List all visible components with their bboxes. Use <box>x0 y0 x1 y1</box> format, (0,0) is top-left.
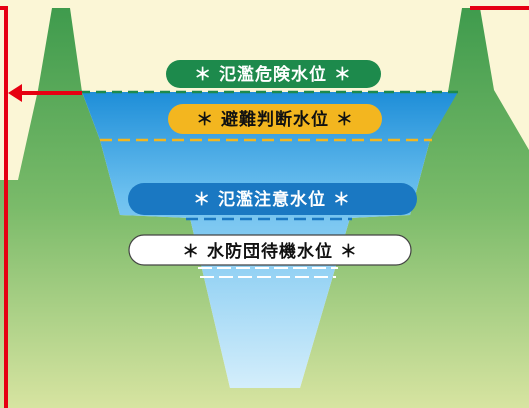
danger-level-label: ＊ 氾濫危険水位 ＊ <box>194 64 352 85</box>
terrain-levees <box>0 8 529 408</box>
evacuation-level-pill <box>168 104 382 134</box>
evacuation-level-label: ＊ 避難判断水位 ＊ <box>196 109 354 130</box>
caution-level-label: ＊ 氾濫注意水位 ＊ <box>193 189 351 210</box>
caution-level-pill <box>128 183 417 215</box>
standby-level-label: ＊ 水防団待機水位 ＊ <box>182 241 358 262</box>
danger-level-pill <box>166 60 381 88</box>
red-arrow-icon <box>8 84 22 102</box>
standby-level-pill <box>128 234 412 266</box>
